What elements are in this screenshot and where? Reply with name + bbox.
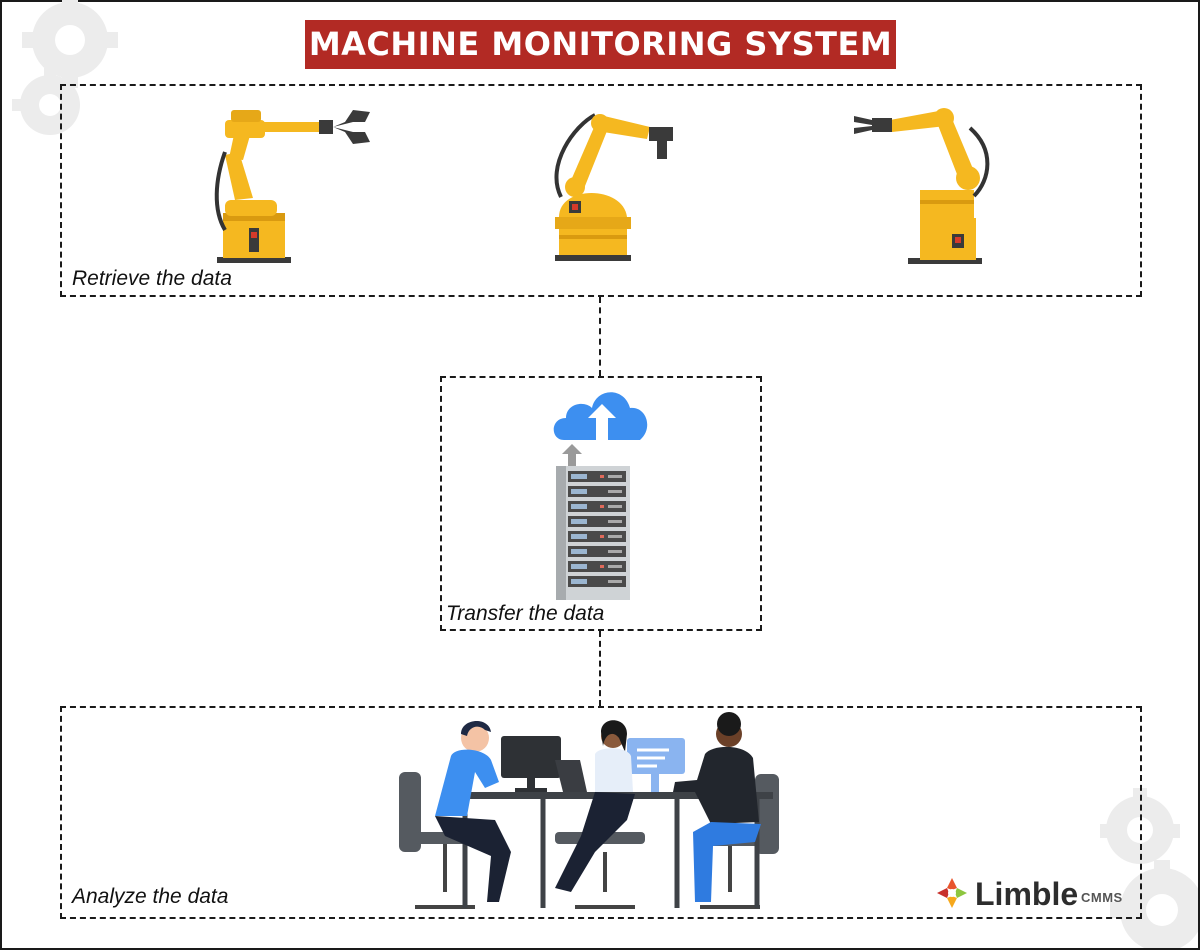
logo-name: Limble — [975, 876, 1079, 912]
page-title: MACHINE MONITORING SYSTEM — [305, 20, 896, 69]
logo-suffix: CMMS — [1081, 890, 1123, 905]
retrieve-stage-label: Retrieve the data — [72, 267, 232, 290]
analyze-stage-box — [60, 706, 1142, 919]
server-rack-icon — [556, 466, 630, 600]
limble-logo: Limble CMMS — [935, 874, 1135, 914]
robot-arm-drill-icon — [554, 113, 673, 261]
upload-arrow-icon — [562, 444, 582, 470]
gear-icon — [12, 0, 118, 135]
connector-transfer-analyze — [599, 631, 601, 706]
transfer-stage-box — [440, 376, 762, 631]
robot-arm-gripper-icon — [854, 108, 990, 264]
retrieve-stage-box — [60, 84, 1142, 297]
connector-retrieve-transfer — [599, 297, 601, 376]
cloud-upload-icon — [553, 392, 648, 440]
team-at-desk-illustration — [399, 712, 779, 909]
limble-logo-icon — [937, 878, 967, 908]
transfer-stage-label: Transfer the data — [446, 602, 605, 625]
analyze-stage-label: Analyze the data — [72, 885, 229, 908]
robot-arm-claw-icon — [214, 110, 370, 263]
